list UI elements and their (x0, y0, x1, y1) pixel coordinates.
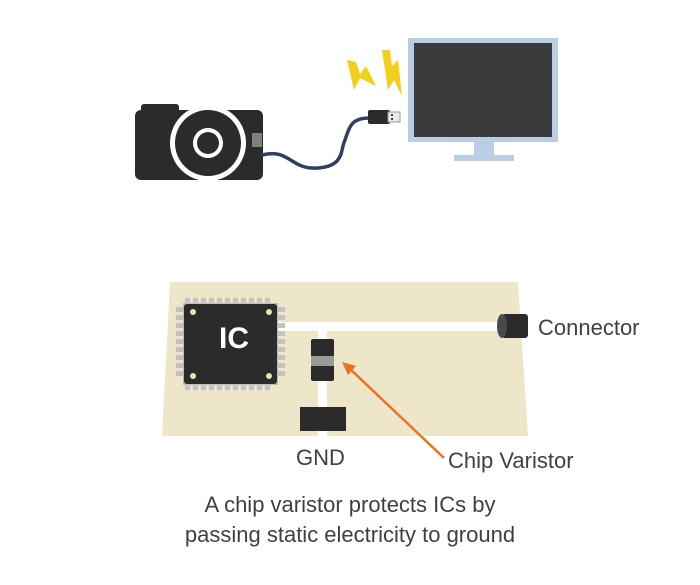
caption-line-1: A chip varistor protects ICs by (204, 492, 496, 517)
ic-label: IC (219, 322, 249, 355)
camera-icon (135, 104, 263, 181)
chip-varistor (311, 339, 334, 381)
gnd-label: GND (296, 445, 345, 470)
gnd-pad (300, 407, 346, 431)
varistor-pointer-arrow (342, 362, 445, 459)
usb-plug-icon (368, 110, 401, 124)
connector-label: Connector (538, 315, 640, 340)
monitor-icon (408, 38, 558, 161)
ic-chip (176, 298, 285, 390)
caption: A chip varistor protects ICs by passing … (0, 490, 700, 550)
static-spark-icon (347, 50, 402, 96)
connector-icon (497, 314, 528, 338)
usb-cable (261, 116, 371, 170)
chip-varistor-label: Chip Varistor (448, 448, 574, 473)
caption-line-2: passing static electricity to ground (184, 522, 516, 547)
